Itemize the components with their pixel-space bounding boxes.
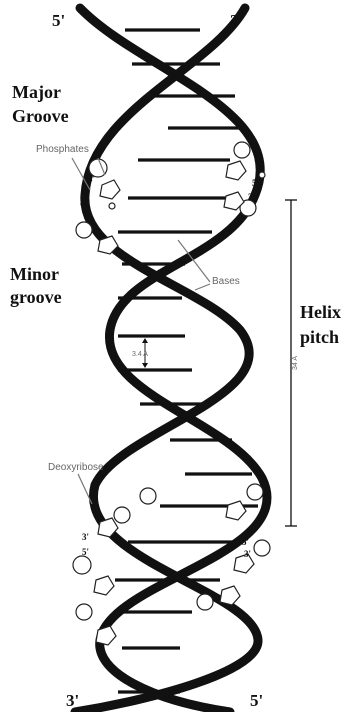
sugar-5prime-label: 5' [80,197,87,207]
bottom-right-5prime-label: 5' [250,691,263,710]
helix-pitch-label-line1: Helix [300,302,341,322]
sugar-3prime-label: 3' [82,532,89,542]
top-right-3prime-label: 3' [230,11,243,30]
major-groove-label-line1: Major [12,82,61,102]
sugar-3prime-label: 3' [248,192,255,202]
bases-pointer-2 [195,284,210,290]
minor-groove-label-line1: Minor [10,264,59,284]
pitch-length-label: 34 A [292,356,299,370]
bottom-left-3prime-label: 3' [66,691,79,710]
sugar-5prime-label: 5' [242,537,249,547]
sugar-5prime-label: 5' [252,178,259,188]
deoxyribose-label: Deoxyribose [48,462,104,473]
sugar-phosphate-group-lower-left: 3' 5' [73,507,130,645]
helix-pitch-label-line2: pitch [300,327,339,347]
phosphates-label: Phosphates [36,144,89,155]
minor-groove-label-line2: groove [10,287,62,307]
base-spacing-label: 3.4 A [132,351,148,358]
backbone-strand-a [80,8,267,712]
major-groove-label-line2: Groove [12,106,69,126]
bases-label: Bases [212,276,240,287]
top-left-5prime-label: 5' [52,11,65,30]
sugar-3prime-label: 3' [244,549,251,559]
sugar-3prime-label: 3' [88,174,95,184]
sugar-5prime-label: 5' [82,547,89,557]
